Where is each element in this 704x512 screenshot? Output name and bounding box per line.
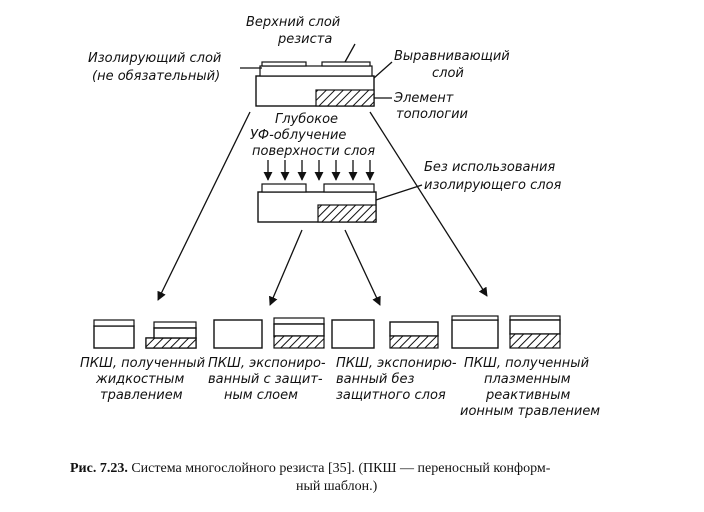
label-uv-3: поверхности слоя	[252, 144, 375, 159]
label-uv-1: Глубокое	[275, 112, 338, 127]
leader-planarizing	[373, 61, 393, 79]
leader-no-insulating	[375, 184, 423, 201]
svg-text:травлением: травлением	[100, 388, 183, 403]
label-topology-1: Элемент	[393, 91, 454, 106]
top-topology-element	[315, 89, 375, 107]
arrow-to-result-1	[157, 111, 251, 301]
result-1-label: ПКШ, полученный жидкостным травлением	[80, 356, 205, 403]
svg-text:ПКШ, экспониро-: ПКШ, экспониро-	[208, 356, 326, 371]
svg-text:ионным травлением: ионным травлением	[460, 404, 600, 419]
result-2-label: ПКШ, экспониро- ванный с защит- ным слое…	[208, 356, 326, 403]
label-top-resist-1: Верхний слой	[246, 15, 340, 30]
figure-caption-line1: Рис. 7.23. Система многослойного резиста…	[70, 461, 551, 476]
middle-stack	[257, 183, 377, 223]
top-insulating-left	[261, 61, 307, 67]
arrow-to-result-3	[344, 229, 381, 306]
label-uv-2: УФ-облучение	[250, 128, 346, 143]
mid-topology-element	[317, 204, 377, 223]
svg-text:ванный без: ванный без	[336, 372, 414, 387]
label-planarizing-2: слой	[432, 66, 464, 81]
label-top-resist-2: резиста	[277, 32, 332, 47]
svg-text:ПКШ, полученный: ПКШ, полученный	[80, 356, 205, 371]
svg-text:жидкостным: жидкостным	[95, 372, 184, 387]
figure-caption-line2: ный шаблон.)	[296, 479, 378, 494]
label-topology-2: топологии	[396, 107, 468, 122]
result-3-stack	[331, 319, 439, 349]
leader-top-resist	[344, 43, 356, 63]
mid-resist-left	[261, 183, 307, 193]
svg-text:ПКШ, экспонирю-: ПКШ, экспонирю-	[336, 356, 457, 371]
top-insulating-right	[321, 61, 371, 67]
result-4-label: ПКШ, полученный плазменным реактивным ио…	[460, 356, 600, 419]
svg-text:плазменным: плазменным	[484, 372, 571, 387]
mid-resist-right	[323, 183, 375, 193]
label-no-insul-2: изолирующего слоя	[424, 178, 562, 193]
svg-text:ванный с защит-: ванный с защит-	[208, 372, 323, 387]
svg-text:реактивным: реактивным	[485, 388, 571, 403]
result-4-stack	[451, 315, 561, 349]
label-no-insul-1: Без использования	[424, 160, 555, 175]
label-insulating-2: (не обязательный)	[92, 69, 220, 84]
arrow-to-result-2	[269, 229, 303, 306]
uv-arrows	[263, 160, 375, 181]
svg-text:ПКШ, полученный: ПКШ, полученный	[464, 356, 589, 371]
result-1-stack	[93, 319, 197, 349]
top-stack	[255, 61, 375, 107]
label-insulating-1: Изолирующий слой	[88, 51, 221, 66]
top-planarizing-layer	[259, 65, 373, 77]
svg-text:защитного слоя: защитного слоя	[336, 388, 446, 403]
result-3-label: ПКШ, экспонирю- ванный без защитного сло…	[336, 356, 457, 403]
svg-text:ным слоем: ным слоем	[224, 388, 298, 403]
arrow-to-result-4	[369, 111, 488, 297]
result-2-stack	[213, 317, 325, 349]
label-planarizing-1: Выравнивающий	[394, 49, 510, 64]
